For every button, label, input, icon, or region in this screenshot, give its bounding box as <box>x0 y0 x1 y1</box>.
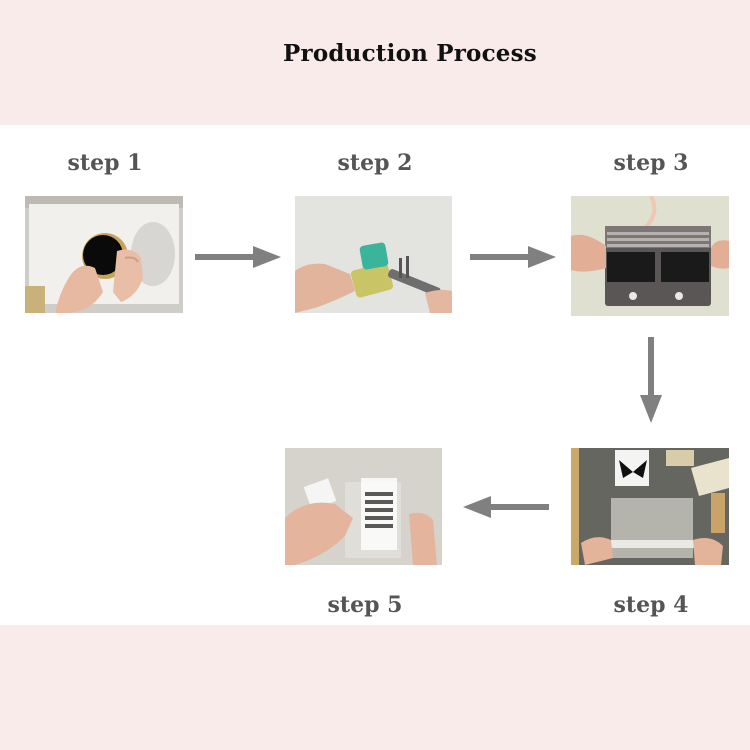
page-title: Production Process <box>283 40 537 67</box>
step-4-label: step 4 <box>613 592 689 618</box>
footer-band <box>0 625 750 750</box>
arrow-down-icon <box>640 337 662 423</box>
step-5-photo <box>285 448 442 565</box>
arrow-left-icon <box>463 496 549 518</box>
step-1-label: step 1 <box>67 150 143 176</box>
header-band <box>0 0 750 125</box>
step-1-photo <box>25 196 183 313</box>
step-3-label: step 3 <box>613 150 689 176</box>
arrow-right-1-icon <box>195 246 281 268</box>
step-2-label: step 2 <box>337 150 413 176</box>
arrow-right-2-icon <box>470 246 556 268</box>
step-2-photo <box>295 196 452 313</box>
step-3-photo <box>571 196 729 316</box>
step-5-label: step 5 <box>327 592 403 618</box>
step-4-photo <box>571 448 729 565</box>
